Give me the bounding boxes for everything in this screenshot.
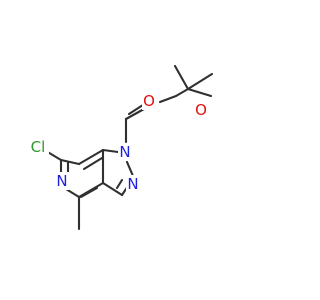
atom-label-o-carbonyl: O <box>143 92 155 110</box>
atom-label-n2: N <box>127 175 138 193</box>
atom-mask-n2 <box>126 175 140 193</box>
bond-n1-n2 <box>125 160 135 178</box>
atom-mask-n1 <box>118 143 132 161</box>
bond-c3-c3a <box>101 181 124 197</box>
bond-c6-c7 <box>59 158 81 166</box>
atom-label-o-ester: O <box>195 101 207 119</box>
bond-n2-c3-inner <box>115 178 124 190</box>
atom-labels: Cl N N N O O <box>27 92 208 193</box>
bond-c7-c7a <box>77 148 105 166</box>
bond-c3a-c4-inner <box>79 186 99 199</box>
atom-mask-o-ester <box>194 101 208 119</box>
bond-tbu-methyl-right <box>186 87 213 98</box>
bond-c4-n5 <box>64 187 81 199</box>
bond-tbu-methyl-upper-right <box>186 72 214 91</box>
atom-label-n5: N <box>56 172 67 190</box>
atom-mask-n5 <box>55 172 69 190</box>
atom-label-cl: Cl <box>31 138 46 156</box>
bond-c7-c7a-inner <box>82 156 104 171</box>
bond-c7a-n1 <box>101 148 120 154</box>
bond-tbu-methyl-top <box>173 64 190 91</box>
atom-mask-cl <box>27 139 49 157</box>
bond-ester-o-tbu <box>158 94 178 104</box>
bond-c3a-c4 <box>77 181 105 199</box>
molecule-structure: Cl N N N O O <box>27 64 214 231</box>
atom-mask-o-carbonyl <box>142 92 156 110</box>
atom-label-n1: N <box>119 143 130 161</box>
bond-tbu-quaternary <box>174 87 190 98</box>
